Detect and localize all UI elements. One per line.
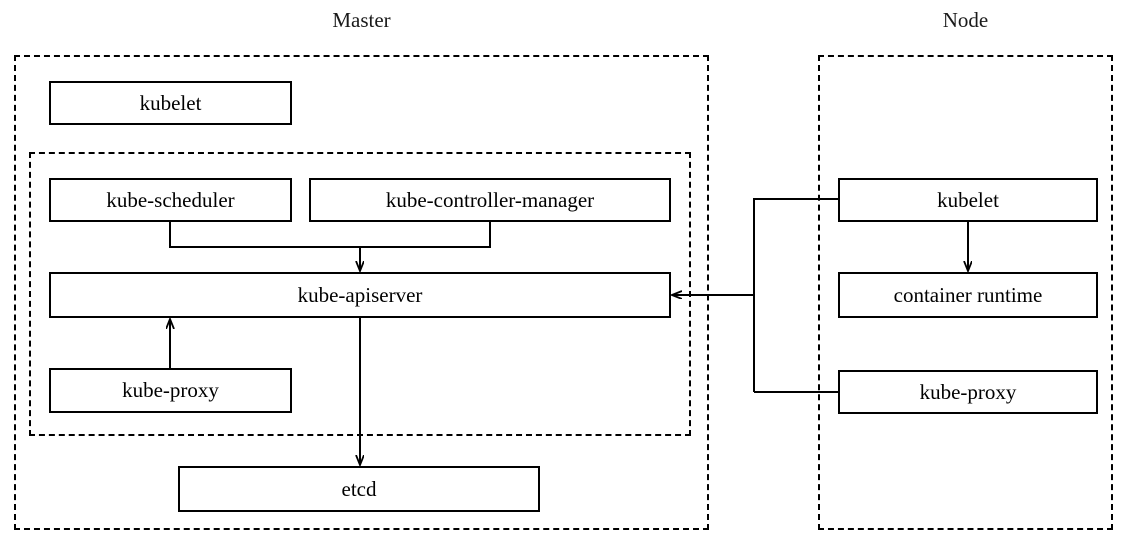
node-group-title: Node	[942, 8, 989, 32]
master-group-title: Master	[332, 8, 391, 32]
box-kube-controller-manager[interactable]: kube-controller-manager	[309, 178, 671, 222]
box-kube-scheduler[interactable]: kube-scheduler	[49, 178, 292, 222]
box-kube-apiserver[interactable]: kube-apiserver	[49, 272, 671, 318]
box-etcd[interactable]: etcd	[178, 466, 540, 512]
box-master-kube-proxy[interactable]: kube-proxy	[49, 368, 292, 413]
box-container-runtime[interactable]: container runtime	[838, 272, 1098, 318]
box-node-kube-proxy[interactable]: kube-proxy	[838, 370, 1098, 414]
box-node-kubelet[interactable]: kubelet	[838, 178, 1098, 222]
master-dashed-region	[14, 55, 709, 530]
box-master-kubelet[interactable]: kubelet	[49, 81, 292, 125]
